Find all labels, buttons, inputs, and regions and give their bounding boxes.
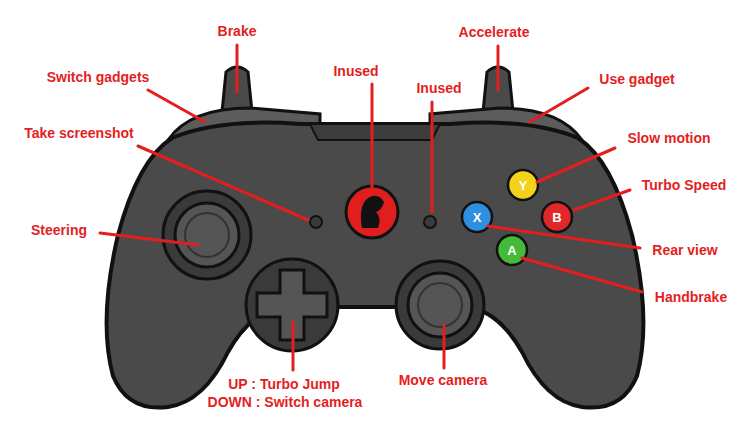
guide-logo [361, 196, 384, 228]
button-label: Rear view [652, 242, 717, 258]
leader-lines [100, 45, 642, 370]
controller-body [107, 123, 644, 408]
y-button [508, 170, 538, 200]
a-button [497, 235, 527, 265]
trigger-label: Brake [218, 23, 257, 39]
back-button [310, 216, 322, 228]
right-stick [408, 273, 472, 337]
trigger-label: Accelerate [459, 24, 530, 40]
b-button [542, 202, 572, 232]
button-label: Inused [416, 80, 461, 96]
button-letter: B [552, 210, 561, 226]
dpad-label: UP : Turbo Jump [228, 376, 339, 392]
button-label: Handbrake [655, 289, 727, 305]
left-stick-top [185, 213, 229, 257]
left-stick [175, 203, 239, 267]
x-button [462, 202, 492, 232]
bumper-label: Switch gadgets [47, 69, 150, 85]
start-button [424, 216, 436, 228]
guide-button [346, 186, 398, 238]
top-port [310, 124, 440, 140]
button-letter: X [473, 210, 482, 226]
button-letter: Y [519, 178, 528, 194]
button-label: Turbo Speed [642, 177, 727, 193]
button-letter: A [507, 243, 516, 259]
dpad-label: DOWN : Switch camera [208, 394, 363, 410]
right-stick-well [396, 261, 484, 349]
left-stick-well [163, 191, 251, 279]
right-stick-top [418, 283, 462, 327]
stick-label: Steering [31, 222, 87, 238]
button-label: Take screenshot [24, 125, 133, 141]
bumper-label: Use gadget [599, 71, 674, 87]
stick-label: Move camera [399, 372, 488, 388]
button-label: Inused [333, 63, 378, 79]
button-label: Slow motion [627, 130, 710, 146]
